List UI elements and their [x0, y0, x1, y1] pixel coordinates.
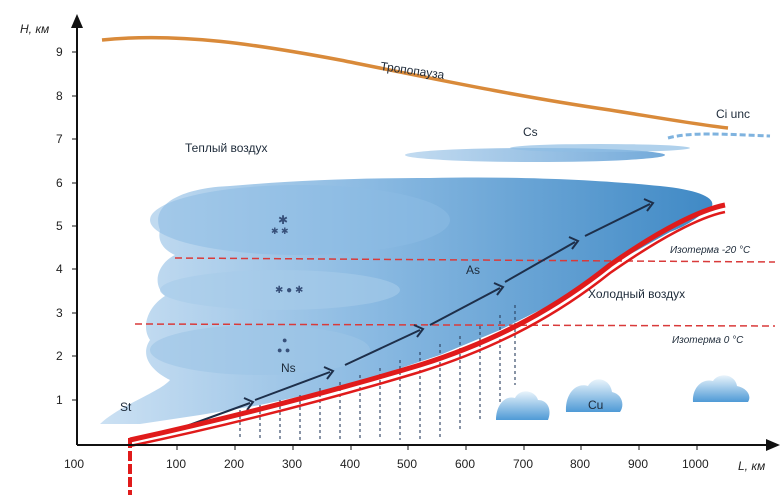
- isotherm-minus20-label: Изотерма -20 °C: [670, 245, 751, 256]
- snow-symbol-2: ✱ ✱: [271, 226, 289, 236]
- x-tick-label: 300: [282, 457, 302, 471]
- tropopause-label: Тропопауза: [380, 59, 446, 82]
- rain-symbol-2: ● ●: [277, 345, 290, 355]
- warm-air-ascent-arrows: [169, 198, 655, 433]
- x-tick-label: 600: [455, 457, 475, 471]
- y-tick-label: 4: [56, 262, 63, 276]
- cu-cloud-2: [565, 379, 623, 412]
- isotherm-minus20-line: [174, 257, 776, 263]
- x-ticks: 100 100 200 300 400 500 600 700 800 900 …: [64, 445, 709, 471]
- ns-label: Ns: [281, 361, 296, 375]
- drizzle-symbol: ✱ ● ✱: [275, 285, 303, 296]
- x-axis-title: L, км: [738, 459, 765, 473]
- x-tick-label: 400: [340, 457, 360, 471]
- cloud-band-lower: [150, 325, 370, 375]
- warm-air-label: Теплый воздух: [185, 141, 268, 155]
- cu-label: Cu: [588, 398, 603, 412]
- cu-cloud-1: [496, 391, 550, 420]
- as-label: As: [466, 263, 480, 277]
- x-tick-label: 900: [628, 457, 648, 471]
- x-tick-label: 500: [397, 457, 417, 471]
- y-ticks: 1 2 3 4 5 6 7 8 9: [56, 45, 77, 407]
- y-tick-label: 5: [56, 219, 63, 233]
- x-tick-label: 700: [513, 457, 533, 471]
- isotherm-0-label: Изотерма 0 °C: [672, 335, 744, 346]
- y-axis-title: H, км: [20, 22, 49, 36]
- cold-air-label: Холодный воздух: [588, 287, 685, 301]
- cloud-band-upper: [150, 185, 450, 255]
- snow-symbol: ✱: [278, 213, 288, 227]
- x-tick-label: 100: [64, 457, 84, 471]
- y-tick-label: 2: [56, 349, 63, 363]
- x-tick-label: 100: [166, 457, 186, 471]
- cloud-band-middle: [160, 270, 400, 310]
- y-axis-arrow: [71, 14, 83, 28]
- y-tick-label: 9: [56, 45, 63, 59]
- ci-unc-label: Ci unc: [716, 107, 750, 121]
- y-tick-label: 1: [56, 393, 63, 407]
- warm-front-surface-inner: [129, 210, 726, 448]
- y-tick-label: 3: [56, 306, 63, 320]
- y-tick-label: 6: [56, 176, 63, 190]
- warm-front-surface: [129, 202, 726, 443]
- precipitation-streaks: [239, 305, 516, 440]
- cu-cloud-3: [692, 375, 750, 402]
- x-tick-label: 1000: [682, 457, 709, 471]
- x-tick-label: 800: [570, 457, 590, 471]
- cs-cloud-2: [510, 144, 690, 152]
- x-tick-label: 200: [224, 457, 244, 471]
- rain-symbol: ●: [282, 335, 287, 345]
- y-tick-label: 8: [56, 89, 63, 103]
- ci-unc-cloud: [667, 132, 771, 140]
- cs-label: Cs: [523, 125, 538, 139]
- tropopause-line: [101, 35, 729, 130]
- st-label: St: [120, 400, 132, 414]
- x-axis-arrow: [766, 439, 780, 451]
- isotherm-0-line: [134, 323, 776, 327]
- y-tick-label: 7: [56, 132, 63, 146]
